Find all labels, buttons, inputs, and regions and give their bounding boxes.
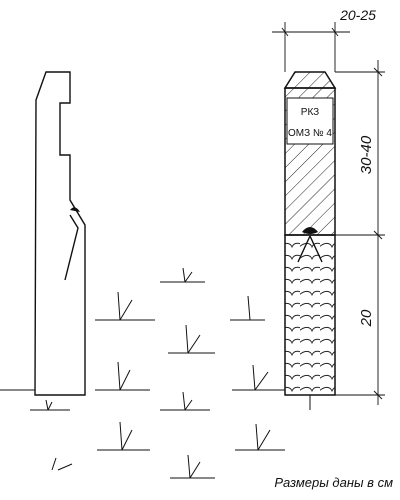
marker-plate bbox=[286, 97, 334, 145]
left-post-body bbox=[34, 71, 86, 396]
right-post-knot bbox=[302, 227, 318, 234]
lower-height-label: 20 bbox=[358, 309, 375, 327]
units-caption: Размеры даны в см bbox=[274, 475, 393, 490]
left-post-notch bbox=[64, 214, 79, 281]
right-post-lower-wood bbox=[284, 234, 336, 396]
right-post-top-chamfer bbox=[283, 71, 337, 89]
plate-line-1: РКЗ bbox=[301, 107, 319, 118]
right-post-front-view: РКЗ ОМЗ № 4 bbox=[283, 71, 337, 410]
upper-height-label: 30-40 bbox=[358, 135, 375, 174]
right-post-center-split bbox=[297, 235, 323, 263]
left-post-knot bbox=[70, 207, 80, 212]
ground-grass bbox=[0, 267, 285, 479]
plate-line-2: ОМЗ № 4 bbox=[288, 128, 332, 139]
top-width-label: 20-25 bbox=[339, 7, 376, 23]
left-post-side-view bbox=[34, 71, 86, 396]
dimension-lines bbox=[272, 22, 385, 405]
